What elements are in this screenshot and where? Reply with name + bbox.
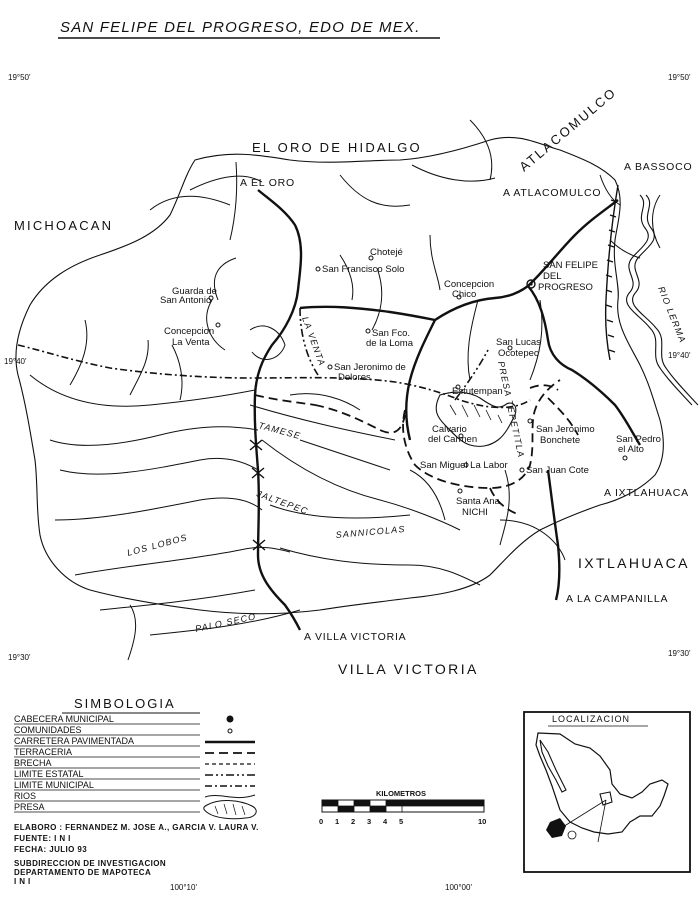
legend-symbol-comunidades [227,728,233,734]
inset-municipality [546,818,566,838]
credit-fuente: FUENTE: I N I [14,834,71,843]
scale-tick-5: 5 [399,817,403,826]
town-concepcion-venta-1: Concepcion [164,326,214,337]
town-concepcion-chico-1: Concepcion [444,279,494,290]
region-michoacan: MICHOACAN [14,218,113,233]
town-guarda-1: Guarda de [172,286,217,297]
region-villa-victoria: VILLA VICTORIA [338,661,479,677]
town-choteje: Chotejé [370,247,403,258]
town-san-pedro-1: San Pedro [616,434,661,445]
town-san-jeronimo-dolores-2: Dolores [338,372,371,383]
state-limit [299,307,489,401]
dest-bassoco: A BASSOCO [624,161,692,173]
dirt-roads [254,379,579,516]
road-crossings [249,439,266,551]
legend-item-limite-estatal: LIMITE ESTATAL [14,769,84,779]
mexico-outline [535,732,669,835]
town-san-pedro-2: el Alto [618,444,644,455]
legend-item-comunidades: COMUNIDADES [14,725,82,735]
legend-item-carretera: CARRETERA PAVIMENTADA [14,736,134,746]
location-title: LOCALIZACION [552,714,630,724]
town-san-jeronimo-dolores-1: San Jeronimo de [334,362,406,373]
credit-sub2: DEPARTAMENTO DE MAPOTECA [14,868,151,877]
legend-symbol-rios [204,794,256,799]
coord-top-right: 19°50' [668,73,691,82]
coord-bottom-right: 19°30' [668,649,691,658]
location-inset: LOCALIZACION [523,711,691,873]
town-san-juan: San Juan Cote [526,465,589,476]
coord-top-left: 19°50' [8,73,31,82]
town-san-fco-loma-2: de la Loma [366,338,414,349]
map-title: SAN FELIPE DEL PROGRESO, EDO DE MEX. [60,19,421,36]
municipal-seat-symbol [526,279,536,289]
baja-outline [539,739,567,793]
legend-symbol-presa [203,800,257,820]
town-san-fco-loma-1: San Fco. [372,328,410,339]
region-ixtlahuaca: IXTLAHUACA [578,555,690,571]
legend-item-limite-municipal: LIMITE MUNICIPAL [14,780,94,790]
town-estutempan: Estutempan [452,386,503,397]
seat-label-2: DEL [543,271,561,282]
scale-tick-2: 2 [351,817,355,826]
scale-bar: KILOMETROS 0 1 2 3 4 5 10 [319,789,486,826]
seat-label-3: PROGRESO [538,282,593,293]
coord-lon-right: 100°00' [445,883,472,892]
coord-lon-left: 100°10' [170,883,197,892]
coord-bottom-left: 19°30' [8,653,31,662]
town-santa-ana-1: Santa Ana [456,496,501,507]
legend-item-rios: RIOS [14,791,36,801]
town-santa-ana-2: NICHI [462,507,488,518]
rivers [29,119,661,661]
credit-fecha: FECHA: JULIO 93 [14,845,87,854]
railroad [604,184,619,361]
scale-tick-1: 1 [335,817,339,826]
town-guarda-2: San Antonio [160,295,211,306]
legend-item-terraceria: TERRACERIA [14,747,72,757]
town-concepcion-venta-2: La Venta [172,337,210,348]
town-san-francisco-solo: San Francisco Solo [322,264,404,275]
town-san-miguel: San Miguel La Labor [420,460,508,471]
town-san-jeronimo-bonchete-1: San Jeronimo [536,424,595,435]
legend: SIMBOLOGIA CABECERA MUNICIPAL COMUNIDADE… [14,696,257,820]
reservoir [435,391,517,447]
scale-title: KILOMETROS [376,789,426,798]
scale-tick-0: 0 [319,817,323,826]
dest-el-oro: A EL ORO [240,177,295,189]
municipal-seat-dot [529,282,533,286]
town-calvario-1: Calvario [432,424,467,435]
scale-tick-4: 4 [383,817,388,826]
legend-title: SIMBOLOGIA [74,696,176,711]
dest-campanilla: A LA CAMPANILLA [566,593,668,605]
legend-item-brecha: BRECHA [14,758,52,768]
legend-symbol-cabecera [226,715,234,723]
municipality-outline [15,136,664,615]
dest-villa-victoria: A VILLA VICTORIA [304,631,406,643]
credit-sub1: SUBDIRECCION DE INVESTIGACION [14,859,166,868]
credit-sub3: I N I [14,877,31,886]
municipal-boundary [17,344,531,409]
seat-label-1: SAN FELIPE [543,260,598,271]
rio-lerma [626,194,699,406]
town-san-lucas-1: San Lucas [496,337,541,348]
location-frame [523,711,691,873]
reservoir-shading [449,404,503,424]
dest-atlacomulco: A ATLACOMULCO [503,187,601,199]
communities [208,255,628,494]
coord-mid-right: 19°40' [668,351,691,360]
town-calvario-2: del Carmen [428,434,477,445]
scale-tick-3: 3 [367,817,371,826]
state-highlight [599,791,613,806]
town-concepcion-chico-2: Chico [452,289,476,300]
town-san-lucas-2: Ocotepec [498,348,539,359]
legend-item-presa: PRESA [14,802,45,812]
dest-ixtlahuaca: A IXTLAHUACA [604,487,689,499]
scale-tick-10: 10 [478,817,486,826]
credit-elaboro: ELABORO : FERNANDEZ M. JOSE A., GARCIA V… [14,823,259,832]
town-san-jeronimo-bonchete-2: Bonchete [540,435,580,446]
legend-item-cabecera: CABECERA MUNICIPAL [14,714,114,724]
region-el-oro: EL ORO DE HIDALGO [252,140,422,155]
